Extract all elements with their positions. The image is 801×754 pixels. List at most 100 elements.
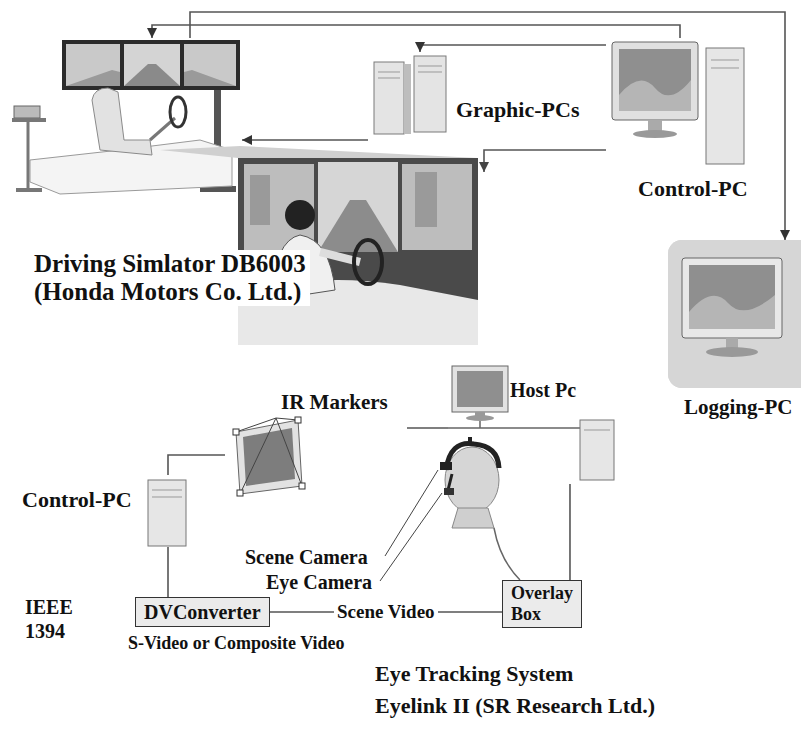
logging-panel-ground [668,240,801,388]
node-label: Overlay Box [511,583,573,625]
connector [420,45,606,52]
photo-steering-wheel [354,240,382,284]
monitor-base [706,347,758,357]
screen [124,44,180,86]
drive-bay [418,72,442,73]
monitor-screen [457,371,503,407]
mannequin-head [445,447,499,513]
node-label: Logging-PC [684,395,793,419]
node-label: Host Pc [510,378,576,402]
drive-bay [418,66,442,67]
photo-screen [318,162,398,252]
road [184,70,236,86]
graphic-pcs-icon [374,56,446,134]
laptop [14,106,40,118]
head-eye-tracker-illustration [380,437,520,581]
headband [446,444,499,470]
ir-marker [295,417,301,423]
screen [66,44,120,86]
monitor-screen [619,49,691,111]
connector [190,12,785,240]
monitor [682,258,782,338]
drive-bay [152,497,182,498]
monitor [452,366,508,412]
connector [242,139,368,141]
steering-wheel [170,97,186,127]
device-group: Control-PC [22,475,190,547]
monitor-base [633,130,677,138]
photo-building [415,172,437,227]
drive-bay [378,78,400,79]
connector [167,547,169,597]
ir-marker-monitor-icon [233,417,305,496]
ir-marker [233,429,239,435]
ir-marker [299,483,305,489]
display-feed-arrow [484,150,606,172]
camera-cable [494,528,520,580]
monitor-base [466,415,494,421]
pc-tower [580,420,614,480]
monitor [236,420,302,494]
control-pc-icon [612,42,744,164]
connector [569,484,571,580]
device-group: IR Markers [225,390,407,498]
drive-bay [584,430,610,431]
node-label: Driving Simlator DB6003 (Honda Motors Co… [30,250,310,306]
connector [168,455,225,475]
screen-picture [689,295,775,329]
pc-tower [148,480,186,546]
pc-tower-side [404,64,411,134]
leader-line [380,493,442,581]
driver-head [285,200,315,230]
device-group: Graphic-PCs [368,52,590,150]
node-label: Graphic-PCs [456,97,579,123]
monitor [612,42,698,120]
connector [152,25,680,38]
side-table-leg [27,122,30,188]
device-box: DVConverter [135,597,270,627]
device-box: Overlay Box [502,580,582,628]
marker-leader [276,418,302,486]
edge-label: Scene Video [334,601,438,623]
device-group: Control-PC [606,38,776,203]
device-group: Host Pc [448,362,620,484]
control-pc-tower-icon [148,480,186,546]
scene-camera [440,462,452,470]
device-group: Driving Simlator DB6003 (Honda Motors Co… [5,38,242,198]
seat [92,88,152,155]
label-holder: IEEE 1394 [25,595,73,643]
photo-screen [402,164,472,250]
pc-tower [706,48,744,164]
drive-bay [711,60,739,61]
drive-bay [152,490,182,491]
road [124,64,180,86]
eye-camera [444,488,454,495]
annotation-text: S-Video or Composite Video [128,632,345,654]
label-holder: Scene Camera [245,545,368,569]
ir-marker [237,490,243,496]
side-table [12,118,46,122]
edge-label-holder: Scene Video [334,601,438,623]
annotation-text: Eye Camera [266,570,372,594]
host-cable [448,421,580,428]
drive-bay [378,72,400,73]
marker-leader [240,418,276,494]
connector [407,427,448,429]
screen-picture [619,80,691,111]
logging-pc-icon [682,258,782,357]
node-label: Control-PC [22,487,132,513]
label-holder: S-Video or Composite Video [128,632,345,654]
connector-group [152,12,785,612]
label-holder: Eye Tracking System Eyelink II (SR Resea… [375,658,655,722]
headband-strap [468,437,472,446]
pc-tower [414,56,446,132]
pc-tower [374,62,404,134]
driving-simulator-illustration [12,40,240,194]
camera-arm [448,474,452,490]
side-table-foot [16,188,42,192]
screen-frame [62,40,240,90]
annotation-text: Scene Camera [245,545,368,569]
annotation-text: IEEE 1394 [25,595,73,643]
